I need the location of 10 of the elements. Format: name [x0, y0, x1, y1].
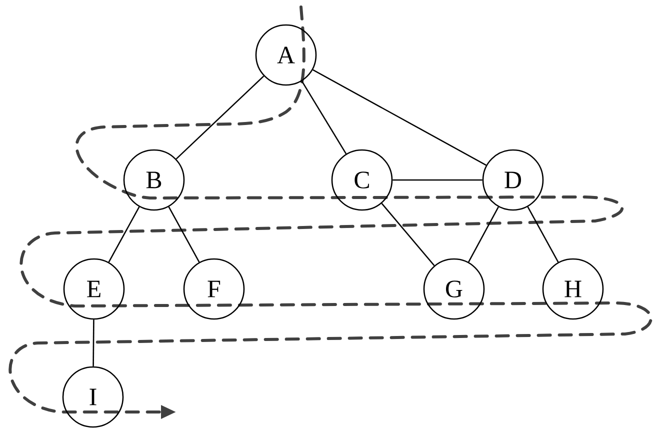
edge-line: [312, 69, 486, 166]
edge-line: [108, 206, 140, 262]
edge-line: [301, 80, 347, 154]
edge-line: [92, 320, 94, 366]
edge-line: [527, 206, 559, 262]
edge-line: [176, 76, 264, 160]
edge-line: [381, 203, 435, 266]
edge-line: [392, 179, 482, 181]
edge-line: [168, 206, 200, 262]
edge-line: [468, 206, 499, 262]
